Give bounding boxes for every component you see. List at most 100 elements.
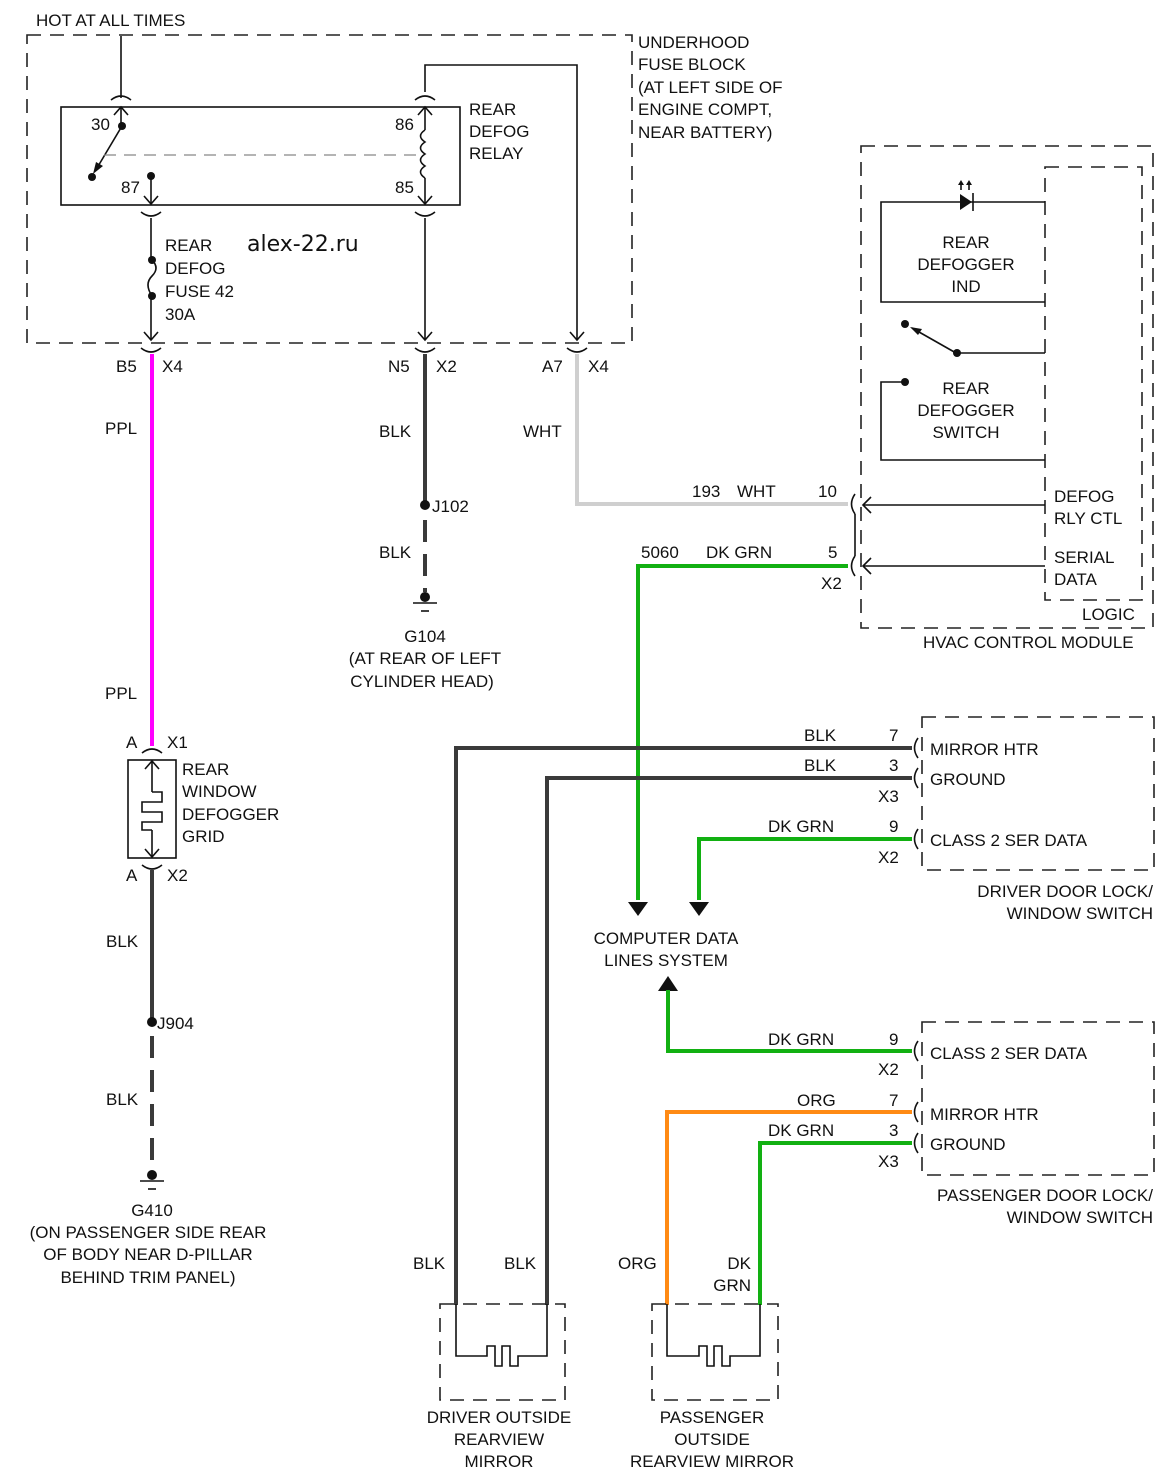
- passenger-outside-rearview-mirror: ORG DK GRN PASSENGER OUTSIDE REARVIEW MI…: [618, 1254, 794, 1471]
- pass-mirror-wire-right-2: GRN: [713, 1276, 751, 1295]
- connector-icon: [913, 737, 919, 759]
- ground-g104-loc-2: CYLINDER HEAD): [350, 672, 494, 691]
- wire-blk-driver-mirror-gnd: [545, 776, 912, 1305]
- pass-pin-7: 7: [889, 1091, 898, 1110]
- fuse-block-name-5: NEAR BATTERY): [638, 123, 772, 142]
- connector-icon: [141, 748, 163, 754]
- driver-wire-dkgrn-9: DK GRN: [768, 817, 834, 836]
- driver-wire-blk-3: BLK: [804, 756, 837, 775]
- cavity-n5: N5: [388, 357, 410, 376]
- connector-x2-n5: X2: [436, 357, 457, 376]
- connector-icon: [141, 864, 163, 870]
- driver-wire-blk-7: BLK: [804, 726, 837, 745]
- ground-g410-loc-2: OF BODY NEAR D-PILLAR: [43, 1245, 252, 1264]
- power-label: HOT AT ALL TIMES: [36, 11, 185, 30]
- wire-label-blk-g104: BLK: [379, 543, 412, 562]
- pass-mirror-wire-left: ORG: [618, 1254, 657, 1273]
- fuse-block-name-4: ENGINE COMPT,: [638, 100, 772, 119]
- switch-name-2: DEFOGGER: [917, 401, 1014, 420]
- fuse-block-name-2: FUSE BLOCK: [638, 55, 746, 74]
- pass-conn-x2: X2: [878, 1060, 899, 1079]
- connector-icon: [913, 1132, 919, 1154]
- wire-label-blk-g410-2: BLK: [106, 1090, 139, 1109]
- pass-pin-7-func: MIRROR HTR: [930, 1105, 1039, 1124]
- relay-coil-icon: [419, 129, 427, 179]
- hvac-control-module: LOGIC HVAC CONTROL MODULE REAR DEFOGGER …: [850, 145, 1154, 652]
- grid-top-cavity: A: [126, 733, 138, 752]
- drv-mirror-name-1: DRIVER OUTSIDE: [427, 1408, 572, 1427]
- drv-mirror-name-3: MIRROR: [465, 1452, 534, 1471]
- connector-icon: [140, 347, 162, 353]
- connector-icon: [913, 1101, 919, 1123]
- hvac-module-name: HVAC CONTROL MODULE: [923, 633, 1134, 652]
- wire-label-ppl-2: PPL: [105, 684, 137, 703]
- wire-dkgrn-driver-data: [697, 837, 912, 900]
- wire-dkgrn-pass-mirror-gnd: [758, 1141, 912, 1305]
- connector-icon: [850, 555, 856, 577]
- connector-icon: [913, 1040, 919, 1062]
- fuse-name-3: FUSE 42: [165, 282, 234, 301]
- pass-pin-9-func: CLASS 2 SER DATA: [930, 1044, 1088, 1063]
- connector-icon: [414, 95, 436, 101]
- hvac-func-defog-1: DEFOG: [1054, 487, 1114, 506]
- wire-wht-193: [575, 354, 848, 506]
- hvac-logic-label: LOGIC: [1082, 605, 1135, 624]
- hvac-func-defog-2: RLY CTL: [1054, 509, 1122, 528]
- pass-wire-dkgrn-3: DK GRN: [768, 1121, 834, 1140]
- grid-name-2: WINDOW: [182, 782, 257, 801]
- wire-dkgrn-5060: [636, 564, 848, 900]
- driver-pin-3-func: GROUND: [930, 770, 1006, 789]
- hvac-pin-10: 10: [818, 482, 837, 501]
- driver-switch-name-2: WINDOW SWITCH: [1007, 904, 1153, 923]
- hvac-wire-dkgrn: DK GRN: [706, 543, 772, 562]
- ground-g410-loc-3: BEHIND TRIM PANEL): [60, 1268, 235, 1287]
- mirror-heater-icon: [666, 1304, 761, 1367]
- splice-j904: [147, 1017, 157, 1027]
- drv-mirror-wire-left: BLK: [413, 1254, 446, 1273]
- relay-pin-85: 85: [395, 178, 414, 197]
- data-lines-name-1: COMPUTER DATA: [594, 929, 739, 948]
- hvac-circuit-5060: 5060: [641, 543, 679, 562]
- grid-bottom-connector: X2: [167, 866, 188, 885]
- arrow-up-icon: [658, 976, 678, 991]
- grid-name-1: REAR: [182, 760, 229, 779]
- hvac-circuit-193: 193: [692, 482, 720, 501]
- driver-pin-9-func: CLASS 2 SER DATA: [930, 831, 1088, 850]
- driver-conn-x2: X2: [878, 848, 899, 867]
- data-lines-name-2: LINES SYSTEM: [604, 951, 728, 970]
- switch-name-1: REAR: [942, 379, 989, 398]
- ground-g104-name: G104: [404, 627, 446, 646]
- relay-name-1: REAR: [469, 100, 516, 119]
- arrow-down-icon: [689, 902, 709, 916]
- connector-icon: [110, 95, 132, 101]
- cavity-a7: A7: [542, 357, 563, 376]
- relay-pin-86: 86: [395, 115, 414, 134]
- arrow-down-icon: [628, 902, 648, 916]
- pass-switch-name-2: WINDOW SWITCH: [1007, 1208, 1153, 1227]
- pass-mirror-name-1: PASSENGER: [660, 1408, 765, 1427]
- fuse-block-name-1: UNDERHOOD: [638, 33, 749, 52]
- ground-g410-loc-1: (ON PASSENGER SIDE REAR: [30, 1223, 267, 1242]
- relay-name-2: DEFOG: [469, 122, 529, 141]
- ground-icon: [140, 1170, 164, 1190]
- driver-pin-9: 9: [889, 817, 898, 836]
- wire-label-blk-n5: BLK: [379, 422, 412, 441]
- fuse-name-4: 30A: [165, 305, 196, 324]
- splice-j904-label: J904: [157, 1014, 194, 1033]
- hvac-func-serial-1: SERIAL: [1054, 548, 1114, 567]
- ground-g410-name: G410: [131, 1201, 173, 1220]
- pass-wire-dkgrn-9: DK GRN: [768, 1030, 834, 1049]
- connector-icon: [566, 347, 588, 353]
- wire-org-pass-mirror-htr: [665, 1110, 912, 1305]
- switch-name-3: SWITCH: [932, 423, 999, 442]
- indicator-name-2: DEFOGGER: [917, 255, 1014, 274]
- connector-icon: [850, 493, 856, 515]
- pass-mirror-name-2: OUTSIDE: [674, 1430, 750, 1449]
- pass-switch-name-1: PASSENGER DOOR LOCK/: [937, 1186, 1153, 1205]
- indicator-name-1: REAR: [942, 233, 989, 252]
- splice-j102-label: J102: [432, 497, 469, 516]
- indicator-name-3: IND: [951, 277, 980, 296]
- fuse-name-2: DEFOG: [165, 259, 225, 278]
- driver-switch-name-1: DRIVER DOOR LOCK/: [977, 882, 1153, 901]
- rear-defog-relay: 30 87 86 85 REAR DEFOG RELAY: [60, 95, 529, 206]
